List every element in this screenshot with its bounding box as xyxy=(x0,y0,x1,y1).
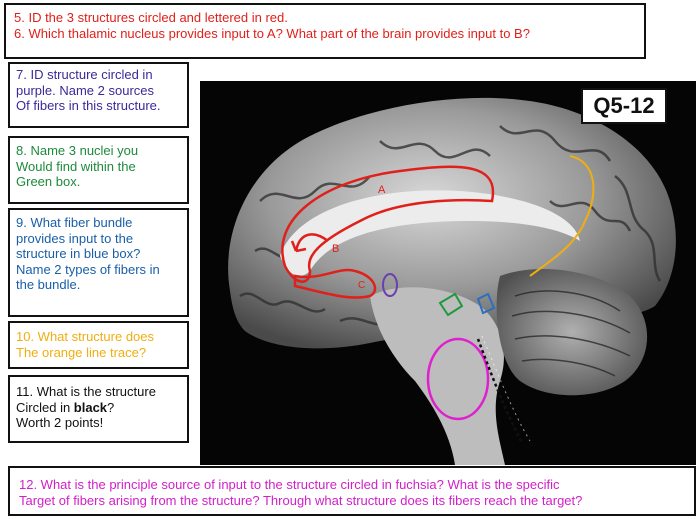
question-8-line: Would find within the xyxy=(16,158,136,174)
question-11-bold-word: black xyxy=(73,399,108,415)
green-box xyxy=(438,292,464,317)
brainstem-shape xyxy=(370,287,505,465)
question-11-line: Worth 2 points! xyxy=(16,415,104,430)
question-7-line: Of fibers in this structure. xyxy=(16,98,161,113)
black-dotted-line xyxy=(476,338,524,444)
question-10-line: The orange line trace? xyxy=(16,344,147,360)
question-6-text: 6. Which thalamic nucleus provides input… xyxy=(14,25,530,41)
dotted-line-highlight xyxy=(481,335,531,442)
question-10-box: 10. What structure does The orange line … xyxy=(8,321,189,369)
question-7-line: purple. Name 2 sources xyxy=(16,82,155,98)
question-9-line: provides input to the xyxy=(16,230,134,246)
question-11-line: Circled in black? xyxy=(16,400,181,416)
question-9-line: the bundle. xyxy=(16,277,81,292)
question-11-text: ? xyxy=(107,399,115,415)
question-10-line: 10. What structure does xyxy=(16,329,155,344)
question-9-box: 9. What fiber bundle provides input to t… xyxy=(8,208,189,317)
label-a: A xyxy=(378,184,386,196)
question-8-box: 8. Name 3 nuclei you Would find within t… xyxy=(8,136,189,204)
cerebellum-folia xyxy=(511,290,631,377)
question-7-line: 7. ID structure circled in xyxy=(16,67,153,82)
label-c: C xyxy=(358,280,365,291)
question-11-text: Circled in xyxy=(16,399,74,415)
question-9-line: Name 2 types of fibers in xyxy=(16,261,160,277)
red-outline-c xyxy=(293,268,377,299)
question-11-line: 11. What is the structure xyxy=(16,384,156,399)
red-arrowhead-b xyxy=(290,240,307,253)
corpus-callosum-shape xyxy=(280,190,580,276)
purple-circle xyxy=(382,273,398,297)
label-b: B xyxy=(332,243,339,255)
cerebellum-shape xyxy=(496,268,648,396)
brain-sagittal-figure: A B C xyxy=(200,81,696,465)
question-9-line: structure in blue box? xyxy=(16,246,141,261)
red-arrow-b xyxy=(294,233,329,252)
question-12-box: 12. What is the principle source of inpu… xyxy=(8,466,696,516)
question-12-line: 12. What is the principle source of inpu… xyxy=(19,477,560,492)
question-5-text: 5. ID the 3 structures circled and lette… xyxy=(14,10,288,25)
orange-line xyxy=(529,155,595,277)
question-11-box: 11. What is the structure Circled in bla… xyxy=(8,375,189,443)
red-outline-a xyxy=(281,165,495,283)
question-8-line: Green box. xyxy=(16,174,81,189)
fuchsia-circle xyxy=(426,337,490,421)
question-7-box: 7. ID structure circled in purple. Name … xyxy=(8,62,189,128)
slide-tag: Q5-12 xyxy=(581,88,667,124)
question-8-line: 8. Name 3 nuclei you xyxy=(16,143,139,158)
question-12-line: Target of fibers arising from the struct… xyxy=(19,492,583,508)
question-9-line: 9. What fiber bundle xyxy=(16,215,133,230)
question-5-6-box: 5. ID the 3 structures circled and lette… xyxy=(4,3,646,59)
blue-box xyxy=(476,292,496,315)
